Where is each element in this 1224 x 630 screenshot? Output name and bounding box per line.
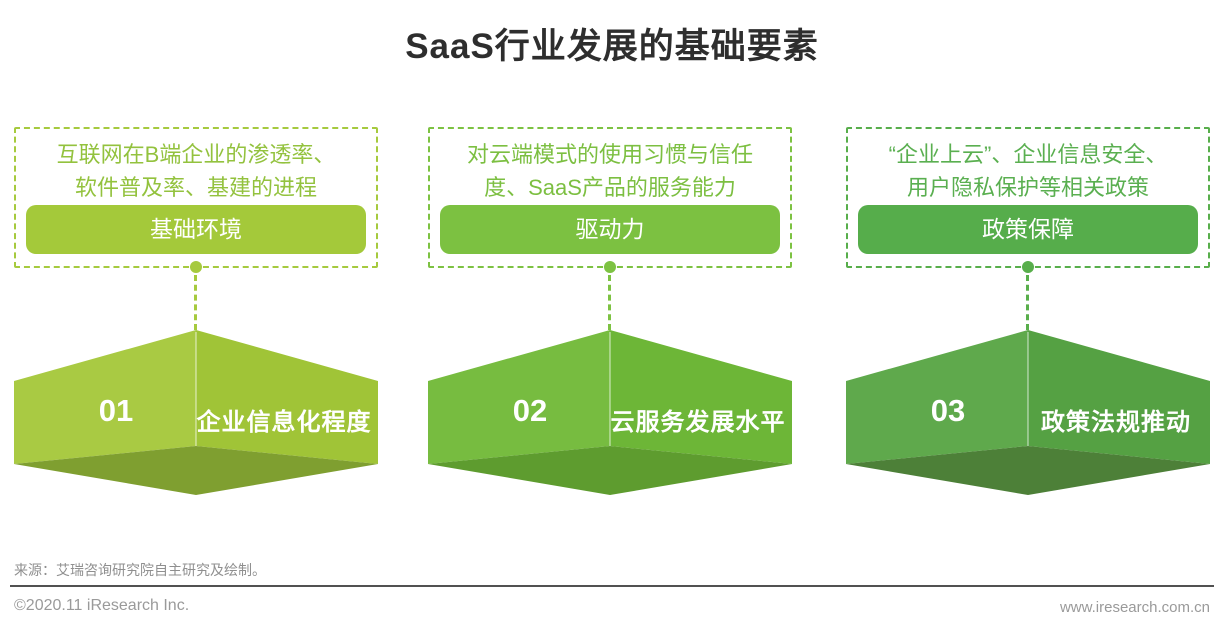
connector-dot: [604, 261, 616, 273]
footer-website: www.iresearch.com.cn: [1059, 599, 1210, 616]
connector-dot: [190, 261, 202, 273]
diamond-face-left: [846, 330, 1028, 464]
tag-bar: 政策保障: [858, 205, 1198, 254]
tag-bar: 驱动力: [440, 205, 780, 254]
description-text: 互联网在B端企业的渗透率、 软件普及率、基建的进程: [16, 138, 376, 204]
diamond-label: 企业信息化程度: [196, 409, 372, 436]
connector-dot: [1022, 261, 1034, 273]
diamond-label: 政策法规推动: [1041, 409, 1191, 436]
tag-bar: 基础环境: [26, 205, 366, 254]
footer-copyright: ©2020.11 iResearch Inc.: [14, 597, 190, 614]
diamond-face-left: [14, 330, 196, 464]
diamond-number: 02: [512, 393, 548, 428]
description-line-2: 用户隐私保护等相关政策: [906, 175, 1149, 200]
info-box: 互联网在B端企业的渗透率、 软件普及率、基建的进程 基础环境: [14, 127, 378, 268]
diamond-3d: 03 政策法规推动: [846, 330, 1210, 497]
connector-line: [608, 275, 611, 330]
connector-line: [194, 275, 197, 330]
diamond-face-left: [428, 330, 610, 464]
diamond-label: 云服务发展水平: [610, 409, 786, 436]
description-line-2: 度、SaaS产品的服务能力: [484, 175, 736, 200]
feature-column-driving-force: 对云端模式的使用习惯与信任 度、SaaS产品的服务能力 驱动力 02 云服务发展…: [428, 0, 792, 630]
feature-column-basic-environment: 互联网在B端企业的渗透率、 软件普及率、基建的进程 基础环境 01 企业信息化程…: [14, 0, 378, 630]
footer-source-note: 来源：艾瑞咨询研究院自主研究及绘制。: [14, 562, 266, 578]
diamond-3d: 01 企业信息化程度: [14, 330, 378, 497]
diamond-number: 01: [98, 393, 134, 428]
diamond-svg: [846, 330, 1210, 495]
connector-line: [1026, 275, 1029, 330]
diamond-face-bottom: [846, 446, 1210, 495]
info-box: 对云端模式的使用习惯与信任 度、SaaS产品的服务能力 驱动力: [428, 127, 792, 268]
description-text: “企业上云”、企业信息安全、 用户隐私保护等相关政策: [848, 138, 1208, 204]
diamond-svg: [428, 330, 792, 495]
description-line-2: 软件普及率、基建的进程: [74, 175, 317, 200]
diamond-face-right: [1028, 330, 1210, 464]
diamond-face-right: [196, 330, 378, 464]
description-line-1: 互联网在B端企业的渗透率、: [56, 142, 336, 167]
diamond-number: 03: [930, 393, 966, 428]
diamond-face-bottom: [428, 446, 792, 495]
description-line-1: 对云端模式的使用习惯与信任: [466, 142, 753, 167]
diamond-3d: 02 云服务发展水平: [428, 330, 792, 497]
diamond-svg: [14, 330, 378, 495]
diamond-face-right: [610, 330, 792, 464]
footer-divider: [10, 585, 1214, 587]
diamond-face-bottom: [14, 446, 378, 495]
description-text: 对云端模式的使用习惯与信任 度、SaaS产品的服务能力: [430, 138, 790, 204]
page-title: SaaS行业发展的基础要素: [405, 27, 819, 66]
info-box: “企业上云”、企业信息安全、 用户隐私保护等相关政策 政策保障: [846, 127, 1210, 268]
feature-column-policy-guarantee: “企业上云”、企业信息安全、 用户隐私保护等相关政策 政策保障 03 政策法规推…: [846, 0, 1210, 630]
description-line-1: “企业上云”、企业信息安全、: [888, 142, 1168, 167]
